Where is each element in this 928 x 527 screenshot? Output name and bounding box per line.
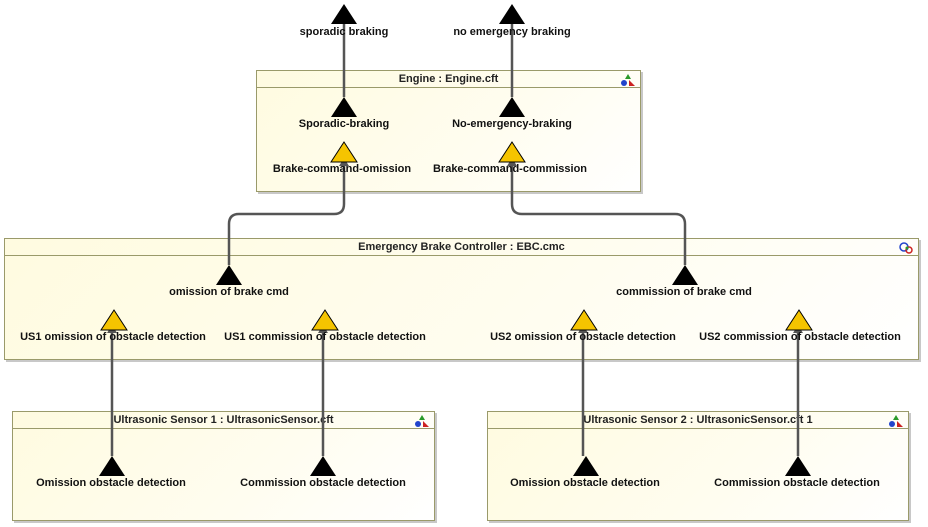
output-port-ebc-omission	[216, 265, 242, 285]
engine-component[interactable]: Engine : Engine.cft	[256, 70, 641, 192]
label-s1-omission: Omission obstacle detection	[36, 477, 186, 489]
input-port-engine-commission	[498, 141, 526, 163]
sensor2-title: Ultrasonic Sensor 2 : UltrasonicSensor.c…	[488, 412, 908, 429]
output-port-engine-no-emergency	[499, 97, 525, 117]
output-ports	[99, 4, 811, 476]
label-s2-commission: Commission obstacle detection	[714, 477, 880, 489]
input-port-us1-commission	[311, 309, 339, 331]
connector-omission-brake	[227, 162, 346, 265]
cft-icon	[889, 415, 903, 427]
sensor2-component[interactable]: Ultrasonic Sensor 2 : UltrasonicSensor.c…	[487, 411, 909, 521]
label-us2-omission: US2 omission of obstacle detection	[490, 331, 676, 343]
output-port-sporadic-braking	[331, 4, 357, 24]
label-us1-omission: US1 omission of obstacle detection	[20, 331, 206, 343]
output-port-engine-sporadic	[331, 97, 357, 117]
label-engine-no-emergency: No-emergency-braking	[452, 118, 572, 130]
output-port-s2-commission	[785, 456, 811, 476]
label-no-emergency-braking: no emergency braking	[453, 26, 571, 38]
cft-icon	[621, 74, 635, 86]
output-port-no-emergency-braking	[499, 4, 525, 24]
engine-title: Engine : Engine.cft	[257, 71, 640, 88]
label-engine-omission: Brake-command-omission	[272, 163, 412, 175]
label-ebc-omission: omission of brake cmd	[169, 286, 289, 298]
sensor1-title: Ultrasonic Sensor 1 : UltrasonicSensor.c…	[13, 412, 434, 429]
label-s2-omission: Omission obstacle detection	[510, 477, 660, 489]
connectors	[110, 24, 800, 456]
label-ebc-commission: commission of brake cmd	[616, 286, 752, 298]
output-port-ebc-commission	[672, 265, 698, 285]
label-engine-sporadic: Sporadic-braking	[298, 118, 390, 130]
cft-icon	[415, 415, 429, 427]
input-port-us2-omission	[570, 309, 598, 331]
input-ports	[100, 141, 813, 331]
output-port-s1-omission	[99, 456, 125, 476]
label-sporadic-braking: sporadic braking	[299, 26, 389, 38]
label-us1-commission: US1 commission of obstacle detection	[224, 331, 426, 343]
cmc-icon	[899, 242, 913, 254]
ebc-title: Emergency Brake Controller : EBC.cmc	[5, 239, 918, 256]
output-port-s1-commission	[310, 456, 336, 476]
input-port-us1-omission	[100, 309, 128, 331]
input-port-engine-omission	[330, 141, 358, 163]
label-engine-commission: Brake-command-commission	[432, 163, 588, 175]
label-s1-commission: Commission obstacle detection	[240, 477, 406, 489]
output-port-s2-omission	[573, 456, 599, 476]
label-us2-commission: US2 commission of obstacle detection	[699, 331, 901, 343]
ebc-component[interactable]: Emergency Brake Controller : EBC.cmc	[4, 238, 919, 360]
sensor1-component[interactable]: Ultrasonic Sensor 1 : UltrasonicSensor.c…	[12, 411, 435, 521]
connector-commission-brake	[510, 162, 687, 265]
input-port-us2-commission	[785, 309, 813, 331]
